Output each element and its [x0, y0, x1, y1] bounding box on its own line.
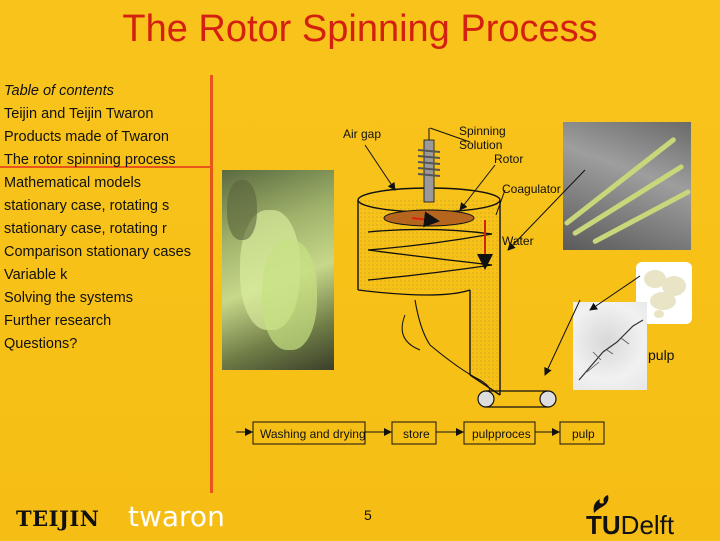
- process-box-store: [391, 421, 437, 445]
- label-air-gap: Air gap: [343, 127, 382, 141]
- spring: [417, 149, 441, 177]
- table-of-contents: Table of contents Teijin and Teijin Twar…: [4, 80, 214, 356]
- toc-item: Solving the systems: [4, 290, 133, 306]
- process-label-pulpproces: pulpproces: [472, 427, 531, 441]
- coagulator-fill: [358, 200, 500, 395]
- toc-item: stationary case, rotating r: [4, 221, 167, 237]
- rotor-strands-photo: [563, 122, 692, 250]
- tudelft-tu: TU: [586, 510, 621, 540]
- label-coagulator: Coagulator: [502, 182, 561, 196]
- tudelft-delft: Delft: [620, 510, 675, 540]
- fiber-path: [414, 299, 491, 397]
- toc-item: Products made of Twaron: [4, 129, 169, 145]
- toc-item: The rotor spinning process: [4, 152, 176, 168]
- divider-vertical: [210, 75, 213, 493]
- page-number: 5: [364, 507, 372, 523]
- spiral-flow: [367, 228, 493, 281]
- toc-item: Mathematical models: [4, 175, 141, 191]
- micrograph-photo: [573, 302, 647, 390]
- label-spinning-solution: Spinning Solution: [459, 124, 506, 152]
- fiber-photo: [222, 170, 334, 370]
- twaron-logo: twaron: [128, 500, 225, 533]
- pulp-photo-label: pulp: [648, 347, 675, 363]
- tudelft-flame-icon: [593, 495, 609, 513]
- roller-left: [477, 390, 495, 408]
- label-water: Water: [502, 234, 534, 248]
- process-box-pulpproces: [463, 421, 536, 445]
- label-rotor: Rotor: [494, 152, 524, 166]
- toc-item: stationary case, rotating s: [4, 198, 170, 214]
- rotor-disk: [383, 209, 475, 227]
- slide-title: The Rotor Spinning Process: [122, 8, 598, 50]
- toc-item: Questions?: [4, 336, 78, 352]
- toc-item: Further research: [4, 313, 112, 329]
- process-label-pulp: pulp: [572, 427, 595, 441]
- process-label-washing: Washing and drying: [260, 427, 366, 441]
- teijin-logo: TEIJIN: [16, 506, 100, 531]
- toc-highlight-line: [0, 166, 212, 168]
- spinning-rod: [423, 139, 435, 203]
- toc-heading: Table of contents: [4, 83, 114, 99]
- process-box-pulp: [559, 421, 605, 445]
- tudelft-logo: TUDelft: [586, 510, 674, 541]
- process-label-store: store: [403, 427, 430, 441]
- toc-item: Comparison stationary cases: [4, 244, 191, 260]
- toc-item: Variable k: [4, 267, 68, 283]
- toc-item: Teijin and Teijin Twaron: [4, 106, 154, 122]
- process-box-washing: [252, 421, 366, 445]
- roller-right: [539, 390, 557, 408]
